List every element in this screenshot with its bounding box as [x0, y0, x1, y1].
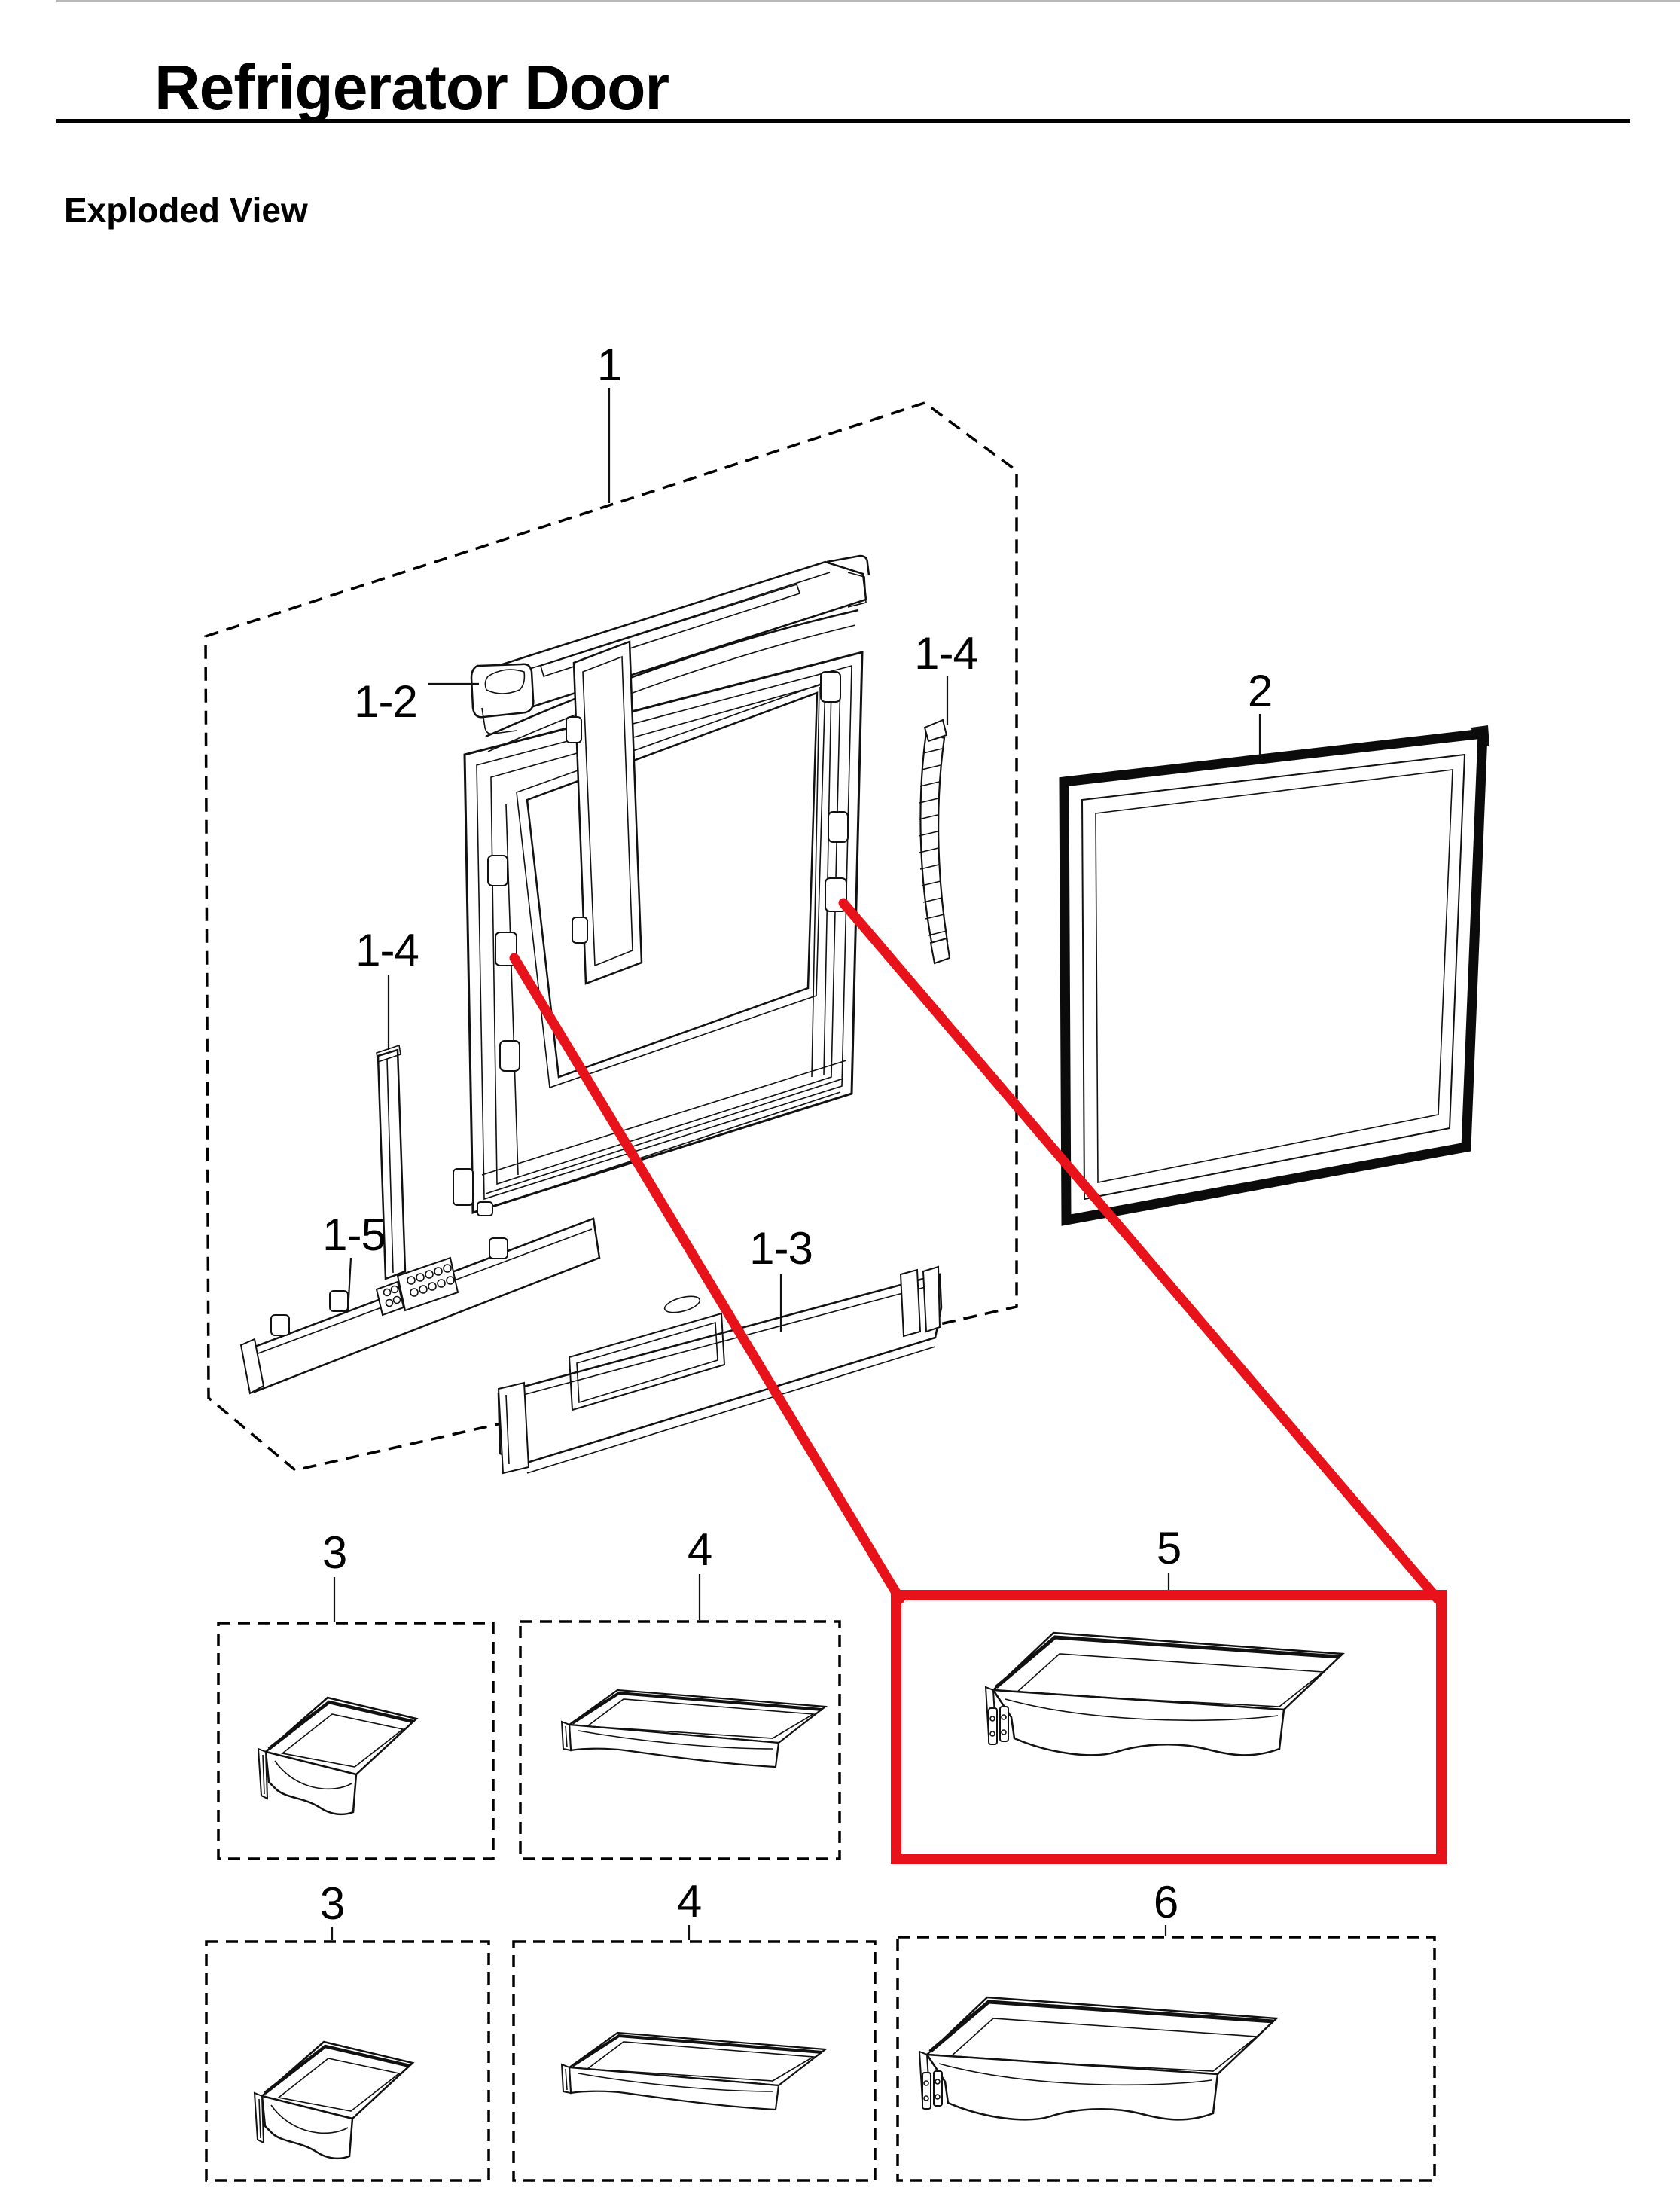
part-label-row1-3: 3	[322, 1527, 346, 1578]
tray-6-drawing	[919, 1997, 1276, 2119]
part-label-bottom-cover: 1-5	[322, 1210, 386, 1260]
page-top-edge	[56, 0, 1680, 2]
part-label-side-trim-left: 1-4	[355, 925, 419, 975]
part-label-row2-3: 3	[320, 1878, 344, 1929]
side-trim-left-drawing	[376, 1044, 407, 1280]
tray-5-drawing	[986, 1633, 1343, 1755]
highlight-callout-line-right	[838, 898, 1443, 1604]
highlight-callout-line-left	[509, 953, 905, 1604]
part-label-row2-4: 4	[677, 1876, 701, 1927]
part-label-row2-6: 6	[1154, 1877, 1178, 1927]
bottom-cover-drawing	[239, 1217, 601, 1395]
side-trim-right-drawing	[918, 719, 951, 965]
door-body-drawing	[453, 609, 864, 1216]
row1-box-3	[217, 1622, 495, 1860]
page-title: Refrigerator Door	[154, 52, 669, 123]
row2-box-3	[205, 1940, 490, 2182]
part-label-row1-4: 4	[688, 1524, 712, 1575]
door-gasket-drawing	[1059, 725, 1489, 1226]
tray-3-drawing-row1	[258, 1698, 416, 1814]
part-label-door-gasket: 2	[1248, 666, 1272, 716]
leader-line-1-5	[346, 1257, 352, 1313]
tray-4-drawing-row1	[560, 1689, 827, 1768]
assembly-dashed-outline	[204, 401, 1018, 1472]
tray-4-drawing-row2	[560, 2031, 827, 2111]
title-underline	[56, 119, 1630, 123]
part-label-row1-5: 5	[1157, 1523, 1181, 1573]
bottom-rail-drawing	[497, 1265, 943, 1475]
section-subtitle: Exploded View	[64, 191, 308, 230]
part-label-door-assembly: 1	[597, 340, 621, 390]
part-label-bottom-rail: 1-3	[749, 1223, 813, 1274]
highlight-box-part-5	[891, 1590, 1447, 1864]
row2-box-4	[512, 1940, 877, 2182]
part-label-side-trim-right: 1-4	[914, 628, 977, 679]
row2-box-6	[896, 1936, 1436, 2182]
tray-3-drawing-row2	[255, 2042, 413, 2159]
part-label-top-rail: 1-2	[354, 676, 417, 727]
row1-box-4	[519, 1620, 841, 1860]
